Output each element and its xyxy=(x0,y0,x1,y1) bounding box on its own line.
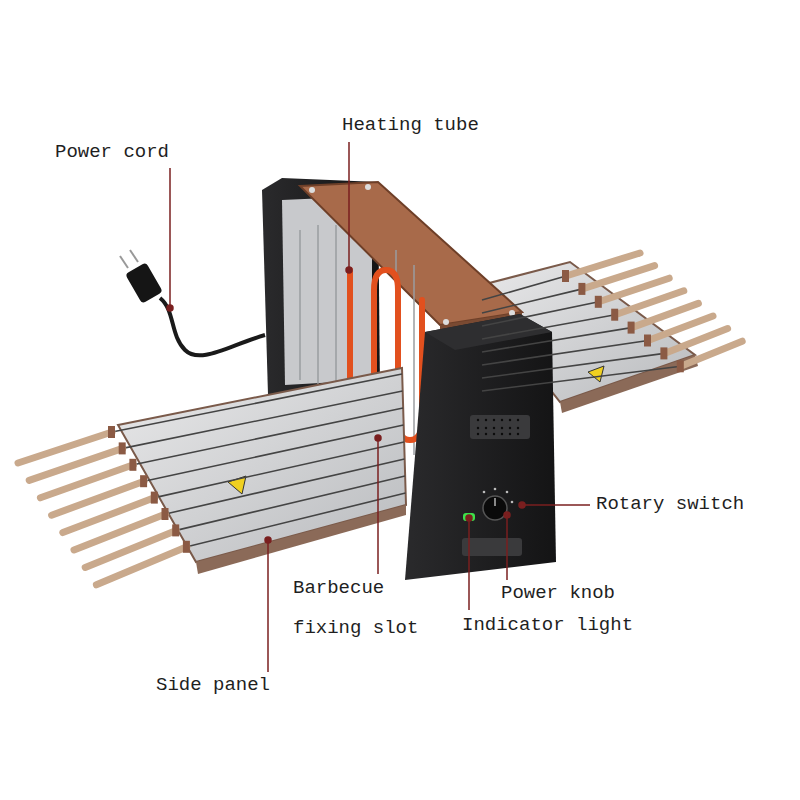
part-label: Power knob xyxy=(501,573,651,613)
part-label: Power cord xyxy=(55,132,205,172)
part-label: Barbecue fixing slot xyxy=(293,568,433,648)
part-label: Indicator light xyxy=(462,605,662,645)
part-label: Rotary switch xyxy=(596,484,776,524)
part-label: Heating tube xyxy=(342,105,512,145)
part-label: Side panel xyxy=(156,665,306,705)
